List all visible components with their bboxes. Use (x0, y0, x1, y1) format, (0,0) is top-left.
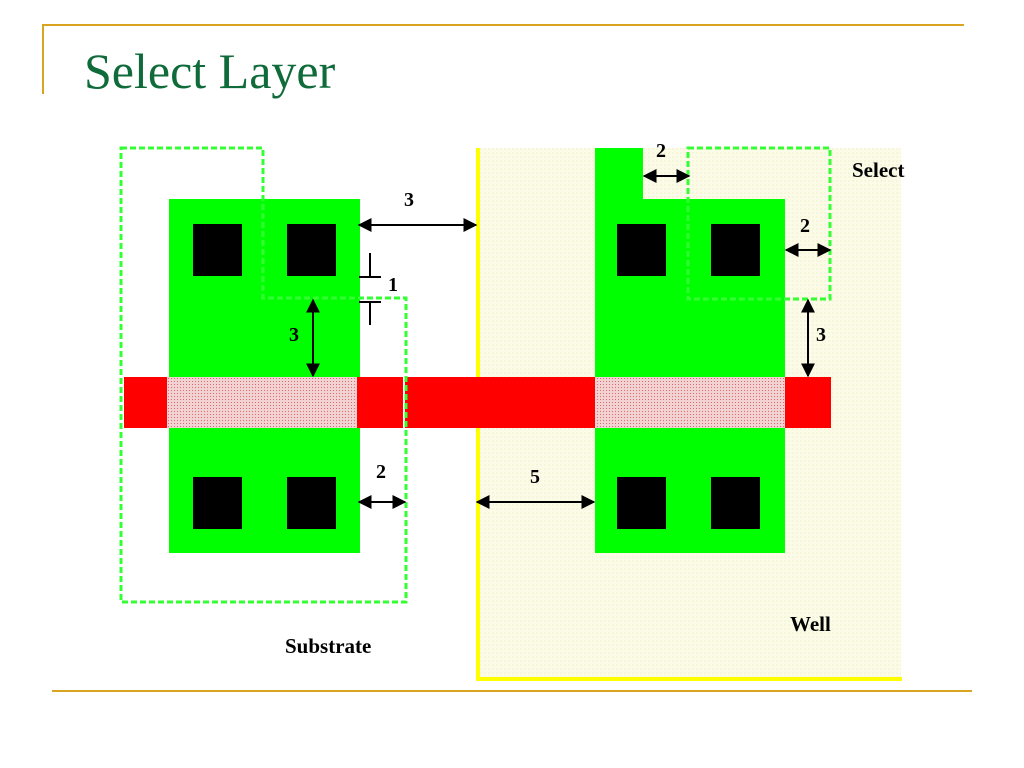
footer-rule (52, 690, 972, 692)
title-frame-left-rule (42, 24, 44, 94)
dim-label-select-to-active-left: 2 (376, 461, 386, 483)
select-outline-left (119, 146, 408, 604)
label-substrate: Substrate (285, 634, 371, 658)
active-right-top (595, 148, 785, 377)
contact (287, 477, 336, 529)
label-well: Well (790, 612, 831, 636)
well-border (476, 148, 902, 681)
dim-label-well-to-active: 5 (530, 466, 540, 488)
dim-label-active-to-poly-right: 3 (816, 324, 826, 346)
dim-label-select-overlap: 1 (388, 274, 398, 296)
dim-label-poly-to-well: 3 (404, 189, 414, 211)
contact (617, 224, 666, 276)
contact (711, 477, 760, 529)
gate-left (167, 377, 357, 428)
slide-title: Select Layer (84, 43, 336, 99)
contact (287, 224, 336, 276)
dim-label-select-to-active-right: 2 (800, 215, 810, 237)
contact (617, 477, 666, 529)
label-select: Select (852, 158, 904, 182)
dim-label-active-to-poly-left: 3 (289, 324, 299, 346)
dim-label-select-gap-top: 2 (656, 140, 666, 162)
contact (193, 224, 242, 276)
gate-right (595, 377, 785, 428)
title-frame-top-rule (42, 24, 964, 26)
select-outline-right (686, 146, 832, 301)
contact (193, 477, 242, 529)
dim-marker-overlap (359, 253, 381, 325)
contact (711, 224, 760, 276)
